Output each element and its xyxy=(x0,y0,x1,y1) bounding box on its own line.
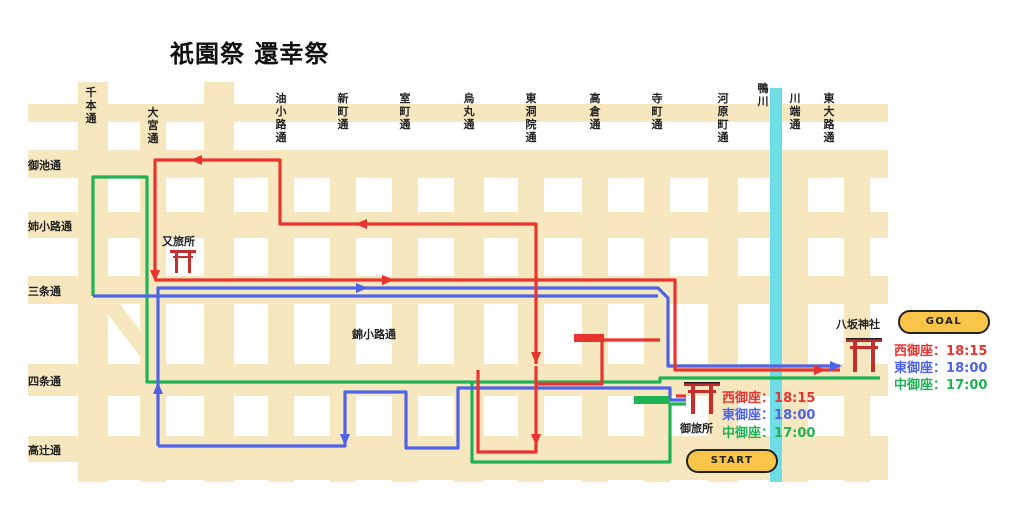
street-label-higashioji: 東大路通 xyxy=(823,92,835,144)
street-label-omiya: 大宮通 xyxy=(147,106,159,145)
street-teramachi xyxy=(644,150,670,482)
street-label-nishikikoji: 錦小路通 xyxy=(352,328,396,341)
arrow-east-3 xyxy=(340,434,350,446)
street-label-takakura: 高倉通 xyxy=(589,92,601,131)
start-badge: START xyxy=(686,449,778,473)
arrow-east-4 xyxy=(830,361,842,371)
street-takakura xyxy=(582,150,608,482)
street-omiya xyxy=(140,120,166,482)
street-label-shijo: 四条通 xyxy=(28,375,61,388)
goal-badge: GOAL xyxy=(898,310,990,334)
place-label-yasaka-shrine: 八坂神社 xyxy=(836,318,880,331)
street-label-kamogawa: 鴨川 xyxy=(757,82,769,108)
street-label-teramachi: 寺町通 xyxy=(651,92,663,131)
start-time-central: 中御座：17:00 xyxy=(722,426,816,441)
start-time-west: 西御座：18:15 xyxy=(722,391,816,406)
street-label-kawabata: 川端通 xyxy=(789,92,801,131)
street-west-b xyxy=(204,82,234,482)
place-label-otabisho: 御旅所 xyxy=(680,422,713,435)
start-time-east: 東御座：18:00 xyxy=(722,408,816,423)
torii-icon xyxy=(684,382,720,414)
route-east-loop xyxy=(158,386,686,450)
arrow-west-4 xyxy=(150,270,160,282)
street-higashinotoin xyxy=(518,150,544,482)
arrow-west-6 xyxy=(531,434,541,446)
torii-icon xyxy=(170,250,196,273)
procession-routes xyxy=(91,155,880,464)
route-east-main xyxy=(156,286,840,446)
page-title: 祇園祭 還幸祭 xyxy=(170,40,330,68)
arrow-east-2 xyxy=(153,382,163,394)
goal-time-central: 中御座：17:00 xyxy=(894,378,988,393)
route-west xyxy=(153,158,538,364)
route-west-shijo xyxy=(536,338,660,386)
vertical-streets xyxy=(78,82,870,482)
street-higashioji xyxy=(844,150,870,482)
arrow-west-3 xyxy=(382,275,394,285)
street-label-muromachi: 室町通 xyxy=(399,92,411,131)
route-west-south xyxy=(476,366,538,454)
street-label-senbon: 千本通 xyxy=(85,86,97,125)
street-kawabata xyxy=(782,150,808,482)
street-label-aburanokoji: 油小路通 xyxy=(275,92,287,144)
torii-icon xyxy=(846,338,882,372)
route-west-sanjo xyxy=(155,278,840,372)
street-diagonal xyxy=(100,304,170,370)
arrow-west-7 xyxy=(814,365,826,375)
street-label-aneyakoji: 姉小路通 xyxy=(28,220,72,233)
street-label-shinmachi: 新町通 xyxy=(337,92,349,131)
arrow-east-1 xyxy=(356,283,368,293)
central-marker xyxy=(634,396,670,404)
arrow-west-1 xyxy=(190,155,202,165)
place-label-matatabisho: 又旅所 xyxy=(162,235,195,248)
street-shinmachi xyxy=(330,150,356,482)
street-top-band xyxy=(28,104,888,122)
route-central-south xyxy=(470,382,686,464)
goal-time-west: 西御座：18:15 xyxy=(894,344,988,359)
street-label-oike: 御池通 xyxy=(28,159,61,172)
west-marker xyxy=(574,334,604,342)
kamo-river xyxy=(770,88,782,482)
street-kawaramachi xyxy=(708,150,738,482)
street-label-kawaramachi: 河原町通 xyxy=(717,92,729,144)
arrow-west-2 xyxy=(355,219,367,229)
arrow-west-5 xyxy=(531,352,541,364)
street-label-karasuma: 烏丸通 xyxy=(463,92,475,131)
goal-time-east: 東御座：18:00 xyxy=(894,361,988,376)
street-label-takatsuji: 高辻通 xyxy=(28,444,61,457)
street-label-higashinotoin: 東洞院通 xyxy=(525,92,537,144)
route-central xyxy=(91,175,880,384)
street-label-sanjo: 三条通 xyxy=(28,285,61,298)
